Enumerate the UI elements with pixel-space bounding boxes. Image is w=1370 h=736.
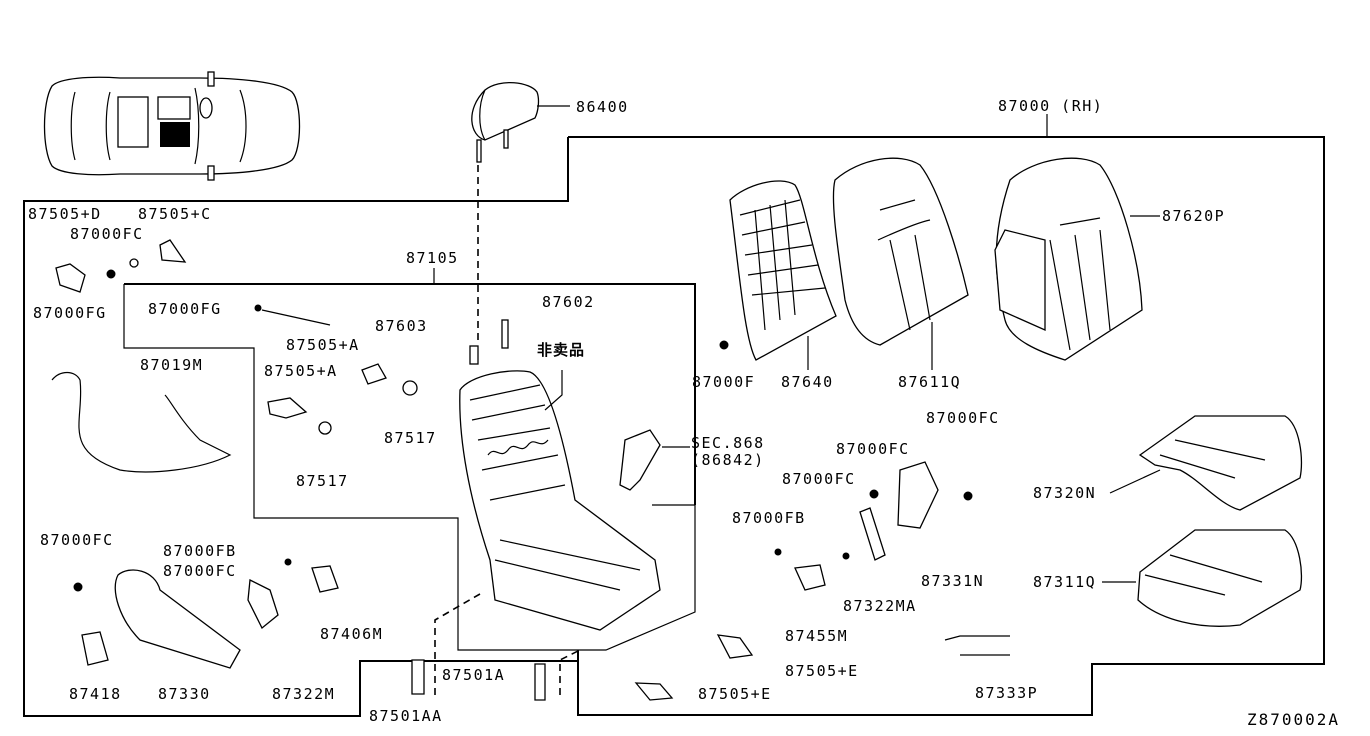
- label-87331n: 87331N: [921, 572, 985, 590]
- back-trim-part: [994, 157, 1160, 361]
- seat-frame-part: [459, 370, 661, 631]
- assembly-frame: [568, 136, 1325, 716]
- label-87000fc-r3: 87000FC: [782, 470, 856, 488]
- label-87505-d: 87505+D: [28, 205, 102, 223]
- label-sec-868: SEC.868: [691, 434, 765, 452]
- label-87322ma: 87322MA: [843, 597, 917, 615]
- label-87322m: 87322M: [272, 685, 336, 703]
- label-87000fc-r2: 87000FC: [836, 440, 910, 458]
- label-87000fc-l: 87000FC: [40, 531, 114, 549]
- label-cushion-trim-87320n: 87320N: [1033, 484, 1097, 502]
- label-87330: 87330: [158, 685, 211, 703]
- label-87505-e-1: 87505+E: [785, 662, 859, 680]
- label-cushion-pad-87311q: 87311Q: [1033, 573, 1097, 591]
- label-87505-c: 87505+C: [138, 205, 212, 223]
- label-87602: 87602: [542, 293, 595, 311]
- car-top-view-icon: [43, 71, 301, 181]
- label-sec-86842: (86842): [691, 451, 765, 469]
- label-87505-a-2: 87505+A: [264, 362, 338, 380]
- label-87505-e-2: 87505+E: [698, 685, 772, 703]
- label-87505-a-1: 87505+A: [286, 336, 360, 354]
- cushion-pad-part: [1102, 529, 1303, 627]
- highlighted-seat-zone: [160, 122, 190, 147]
- label-87000fg-inner: 87000FG: [148, 300, 222, 318]
- back-board-part: [729, 180, 837, 370]
- label-87501a: 87501A: [442, 666, 506, 684]
- label-87603: 87603: [375, 317, 428, 335]
- label-87000f: 87000F: [692, 373, 756, 391]
- label-not-for-sale: 非卖品: [537, 341, 586, 359]
- frame-group-box: [124, 283, 696, 505]
- label-87455m: 87455M: [785, 627, 849, 645]
- label-87000fc-l2: 87000FC: [163, 562, 237, 580]
- small-parts: [51, 239, 1010, 701]
- label-87517-2: 87517: [296, 472, 349, 490]
- label-87000fc-top: 87000FC: [70, 225, 144, 243]
- label-87000fb-r: 87000FB: [732, 509, 806, 527]
- label-87517-1: 87517: [384, 429, 437, 447]
- diagram-code: Z870002A: [1247, 710, 1341, 729]
- label-assembly-87000-rh: 87000 (RH): [998, 97, 1104, 115]
- label-frame-group-87105: 87105: [406, 249, 459, 267]
- label-87501aa: 87501AA: [369, 707, 443, 725]
- cushion-trim-part: [1109, 415, 1303, 511]
- label-harness-87019m: 87019M: [140, 356, 204, 374]
- label-87333p: 87333P: [975, 684, 1039, 702]
- label-back-trim-87620p: 87620P: [1162, 207, 1226, 225]
- back-pad-part: [832, 157, 969, 370]
- label-87000fg-left: 87000FG: [33, 304, 107, 322]
- label-back-pad-87611q: 87611Q: [898, 373, 962, 391]
- headrest-part: [471, 82, 570, 163]
- label-87418: 87418: [69, 685, 122, 703]
- label-87000fc-r1: 87000FC: [926, 409, 1000, 427]
- label-back-board-87640: 87640: [781, 373, 834, 391]
- label-87406m: 87406M: [320, 625, 384, 643]
- label-87000fb-l: 87000FB: [163, 542, 237, 560]
- label-headrest-86400: 86400: [576, 98, 629, 116]
